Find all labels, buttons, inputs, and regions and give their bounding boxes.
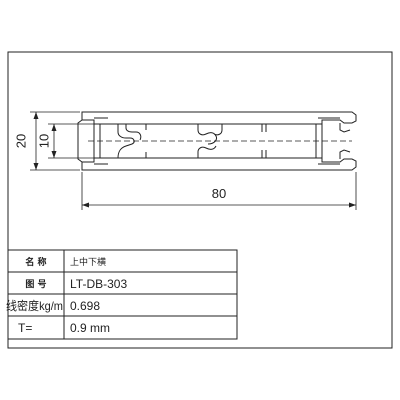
dimension-arrows bbox=[33, 112, 356, 208]
arrow-outer-bottom bbox=[33, 163, 39, 170]
spec-value-linear-density: 0.698 bbox=[70, 299, 100, 313]
profile-left-flange bbox=[77, 119, 83, 163]
profile-top-wall bbox=[81, 111, 357, 125]
profile-right-lip-top bbox=[339, 123, 351, 133]
profile-bottom-wall bbox=[81, 157, 357, 171]
dim-width-extension bbox=[81, 172, 357, 210]
spec-value-thickness: 0.9 mm bbox=[70, 321, 110, 335]
profile-left-clip bbox=[117, 124, 142, 159]
arrow-inner-top bbox=[51, 124, 57, 131]
spec-table-grid bbox=[8, 249, 238, 340]
dim-height-outer-extension bbox=[30, 111, 80, 171]
spec-label-name: 名 称 bbox=[25, 256, 46, 268]
dim-width-label: 80 bbox=[212, 186, 226, 201]
dim-height-outer-label: 20 bbox=[13, 134, 28, 148]
profile-stubs bbox=[145, 124, 267, 158]
spec-label-thickness: T= bbox=[18, 321, 32, 335]
spec-value-name: 上中下横 bbox=[70, 256, 106, 268]
arrow-width-right bbox=[349, 202, 356, 208]
spec-label-linear-density: 线密度kg/m bbox=[6, 298, 63, 313]
profile-section bbox=[77, 111, 357, 171]
arrow-inner-bottom bbox=[51, 151, 57, 158]
drawing-frame bbox=[7, 51, 393, 349]
arrow-outer-top bbox=[33, 112, 39, 119]
dim-height-inner-extension bbox=[48, 123, 94, 159]
dimension-lines bbox=[30, 111, 357, 210]
arrow-width-left bbox=[82, 202, 89, 208]
spec-value-drawing-no: LT-DB-303 bbox=[70, 277, 127, 291]
spec-table: 名 称 上中下横 图 号 LT-DB-303 线密度kg/m 0.698 T= … bbox=[6, 249, 238, 340]
spec-label-drawing-no: 图 号 bbox=[25, 279, 46, 290]
profile-right-lip-bottom bbox=[339, 149, 351, 159]
dim-height-inner-label: 10 bbox=[36, 134, 51, 148]
